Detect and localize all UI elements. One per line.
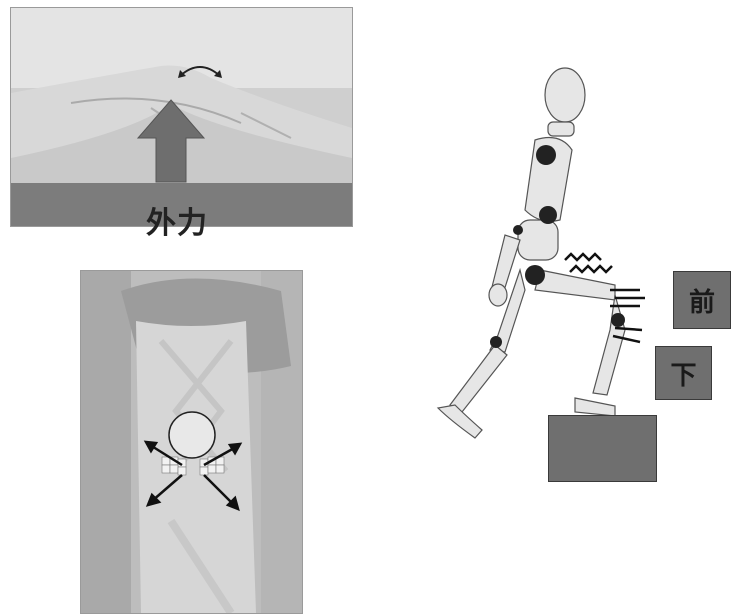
- curved-double-arrow-icon: [176, 58, 224, 82]
- up-arrow-icon: [136, 98, 206, 184]
- patella-taping-diagram: [140, 405, 250, 515]
- external-force-label: 外力: [146, 198, 208, 242]
- mannequin-figure: [410, 60, 650, 450]
- step-block: [548, 415, 657, 482]
- down-direction-label: 下: [655, 346, 712, 400]
- front-direction-label: 前: [673, 271, 731, 329]
